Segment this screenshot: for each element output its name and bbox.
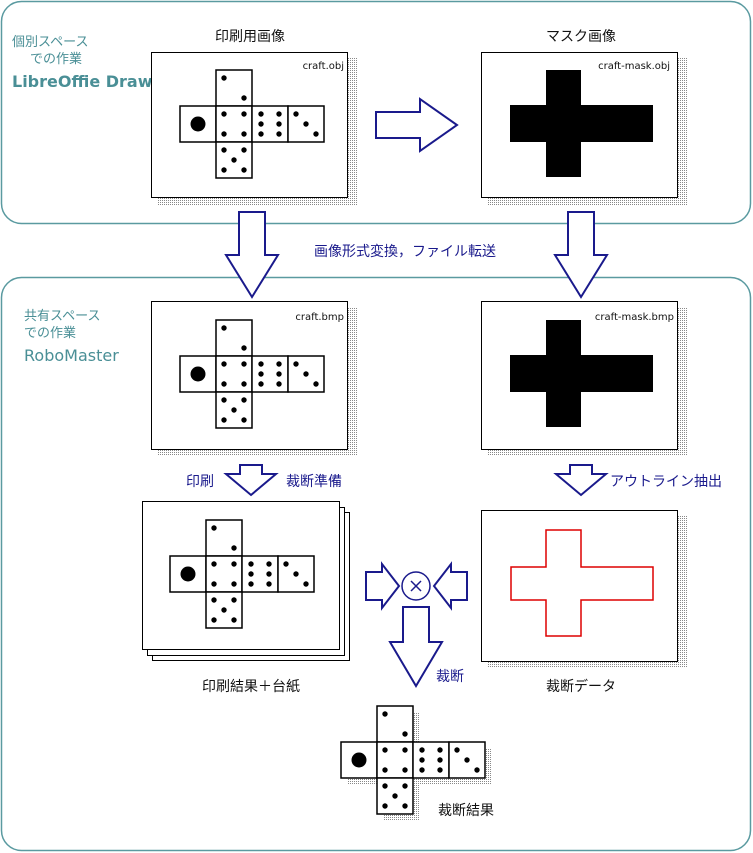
- cut-result-net: [340, 705, 492, 821]
- shared-space-line1: 共有スペース: [24, 309, 100, 324]
- outline-arrow: [553, 464, 609, 497]
- outline-step-label: アウトライン抽出: [610, 474, 722, 490]
- combine-arrow-left: [365, 561, 401, 611]
- craft-obj-filename: craft.obj: [303, 61, 344, 72]
- transfer-arrow-right: [553, 211, 609, 299]
- cut-result-label: 裁断結果: [438, 803, 494, 819]
- mask-image-label: マスク画像: [546, 29, 616, 45]
- mask-bmp-panel: craft-mask.bmp: [481, 301, 687, 455]
- cut-arrow: [388, 606, 444, 688]
- transfer-arrow-left: [224, 211, 280, 299]
- personal-app-name: LibreOffie Draw: [12, 72, 153, 91]
- mask-cross-shape: [510, 70, 653, 177]
- print-result-stack: [142, 501, 350, 661]
- mask-bmp-filename: craft-mask.bmp: [595, 312, 674, 323]
- shared-app-name: RoboMaster: [24, 346, 119, 365]
- cut-outline-shape: [510, 529, 654, 637]
- print-arrow: [223, 464, 279, 497]
- cut-data-panel: [481, 510, 687, 667]
- personal-space-line2: での作業: [30, 51, 82, 67]
- craft-bmp-panel: craft.bmp: [151, 301, 357, 455]
- prep-step-label: 裁断準備: [286, 474, 342, 490]
- mask-cross-shape: [510, 320, 653, 427]
- cutter-icon: [401, 571, 431, 601]
- print-image-label: 印刷用画像: [215, 29, 285, 45]
- print-result-label: 印刷結果＋台紙: [202, 679, 300, 695]
- craft-bmp-filename: craft.bmp: [295, 312, 344, 323]
- personal-space-line1: 個別スペース: [12, 35, 88, 50]
- mask-obj-filename: craft-mask.obj: [598, 61, 670, 72]
- cut-data-label: 裁断データ: [546, 678, 616, 695]
- craft-obj-panel: craft.obj: [151, 52, 357, 206]
- shared-space-line2: での作業: [24, 325, 76, 341]
- mask-obj-panel: craft-mask.obj: [481, 52, 687, 206]
- convert-transfer-label: 画像形式変換，ファイル転送: [314, 243, 496, 260]
- convert-mask-arrow: [375, 97, 459, 153]
- cut-step-label: 裁断: [436, 669, 464, 685]
- combine-arrow-right: [432, 561, 468, 611]
- print-step-label: 印刷: [186, 474, 214, 490]
